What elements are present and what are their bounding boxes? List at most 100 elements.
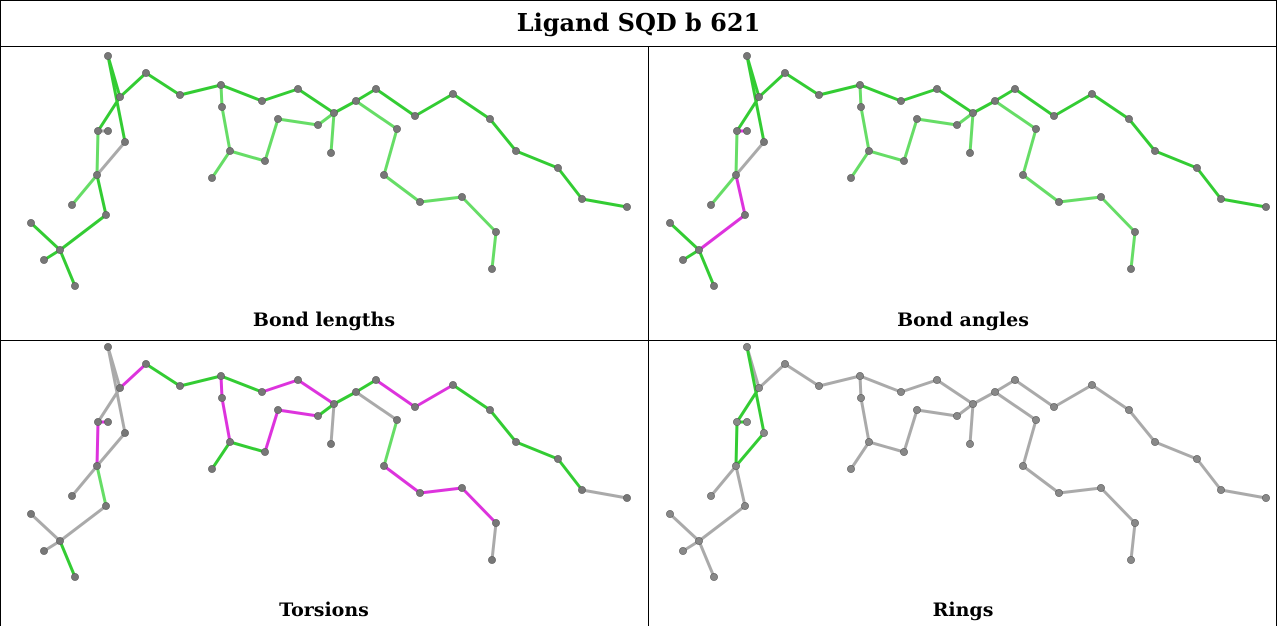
atom <box>330 109 338 117</box>
bond <box>899 87 939 103</box>
atom <box>1151 147 1159 155</box>
atom <box>104 343 112 351</box>
atom <box>352 97 360 105</box>
atom <box>512 438 520 446</box>
atom <box>380 462 388 470</box>
bond <box>29 221 62 252</box>
atom <box>743 343 751 351</box>
bond <box>697 539 716 579</box>
bond <box>1052 383 1094 409</box>
atom <box>1032 416 1040 424</box>
bond <box>95 129 100 177</box>
bond <box>968 402 975 446</box>
atom <box>208 465 216 473</box>
atom <box>1131 228 1139 236</box>
molecule-torsions <box>27 343 631 581</box>
bond <box>849 149 871 180</box>
atom <box>56 246 64 254</box>
atom <box>1055 489 1063 497</box>
bond <box>413 92 455 118</box>
atom <box>274 406 282 414</box>
atom <box>741 211 749 219</box>
atom <box>1131 519 1139 527</box>
bond <box>58 539 77 579</box>
atom <box>411 403 419 411</box>
bond <box>144 362 182 388</box>
atom <box>781 69 789 77</box>
page-title: Ligand SQD b 621 <box>0 0 1277 47</box>
bond <box>228 440 267 454</box>
atom <box>897 97 905 105</box>
atom <box>102 502 110 510</box>
atom <box>261 157 269 165</box>
bond <box>263 117 280 163</box>
atom <box>897 388 905 396</box>
bond <box>697 248 716 288</box>
bond <box>374 87 417 118</box>
atom <box>93 171 101 179</box>
atom <box>492 228 500 236</box>
atom <box>372 376 380 384</box>
bond <box>1021 464 1061 495</box>
atom <box>488 556 496 564</box>
atom <box>743 52 751 60</box>
bond <box>490 521 498 562</box>
atom <box>314 121 322 129</box>
bond <box>668 221 701 252</box>
bond <box>817 374 862 388</box>
atom <box>933 85 941 93</box>
bond <box>556 457 584 492</box>
bond <box>263 408 280 454</box>
atom <box>913 406 921 414</box>
atom <box>710 573 718 581</box>
bond <box>382 173 422 204</box>
atom <box>274 115 282 123</box>
bond <box>382 127 399 177</box>
atom <box>327 149 335 157</box>
atom <box>578 486 586 494</box>
atom <box>116 93 124 101</box>
atom <box>314 412 322 420</box>
bond <box>296 378 336 406</box>
atom <box>416 489 424 497</box>
atom <box>208 174 216 182</box>
bond <box>849 440 871 471</box>
atom <box>679 547 687 555</box>
atom <box>1217 486 1225 494</box>
bond <box>413 383 455 409</box>
bond <box>178 374 223 388</box>
bond <box>867 149 906 163</box>
bond <box>178 83 223 97</box>
atom <box>865 147 873 155</box>
bond <box>460 195 498 234</box>
atom <box>104 52 112 60</box>
bond <box>1219 488 1268 500</box>
bond <box>1057 486 1103 495</box>
bond <box>993 99 1038 131</box>
bond <box>276 117 320 127</box>
atom <box>741 502 749 510</box>
atom <box>1019 462 1027 470</box>
bond <box>220 396 232 444</box>
atom <box>56 537 64 545</box>
atom <box>327 440 335 448</box>
atom <box>913 115 921 123</box>
bond <box>915 117 959 127</box>
atom <box>68 201 76 209</box>
bond <box>734 140 766 177</box>
atom <box>760 138 768 146</box>
bond <box>1153 149 1199 170</box>
atom <box>1127 265 1135 273</box>
atom <box>781 360 789 368</box>
bond <box>745 345 766 435</box>
atom <box>679 256 687 264</box>
atom <box>953 412 961 420</box>
bond <box>1127 408 1157 444</box>
bond <box>859 105 871 153</box>
atom <box>116 384 124 392</box>
bond <box>95 464 108 508</box>
atom <box>732 171 740 179</box>
bond <box>95 173 108 217</box>
atom <box>352 388 360 396</box>
bond <box>935 378 975 406</box>
